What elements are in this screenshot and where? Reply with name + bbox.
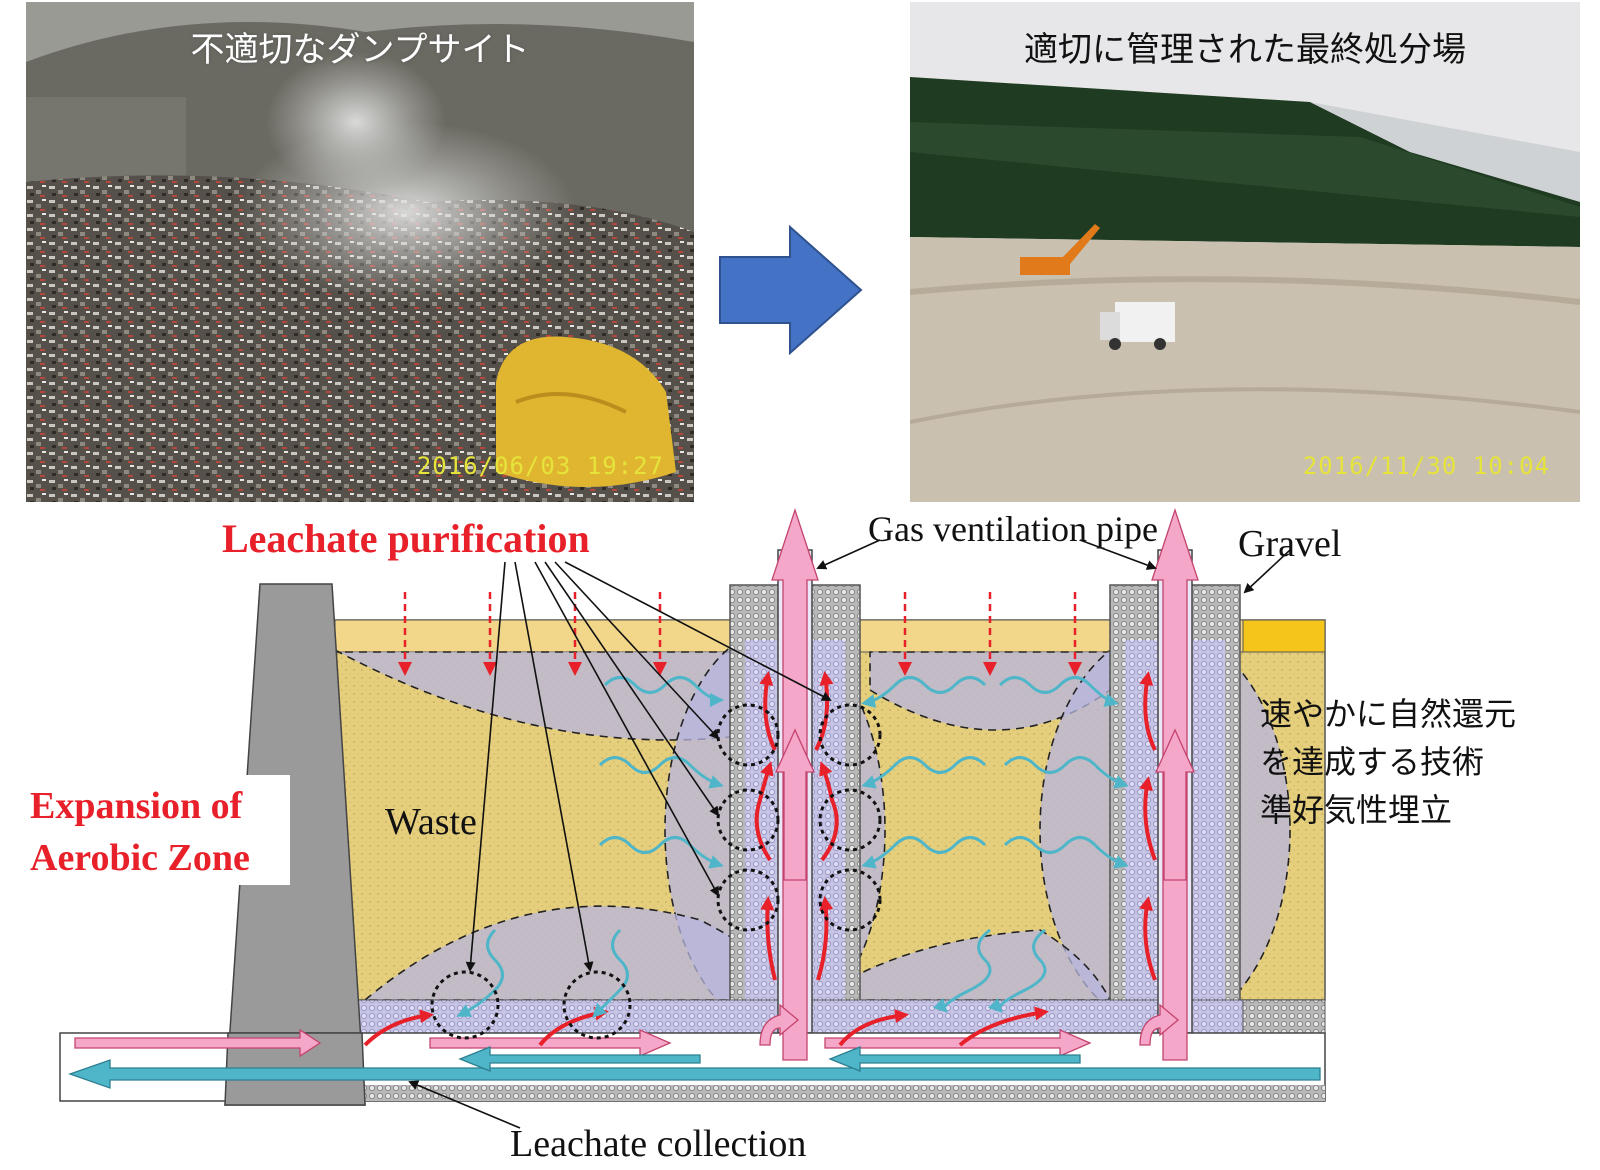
leader-purification-4: [544, 561, 720, 817]
wave-arrow-12: [932, 928, 992, 1013]
purification-circle-8: [562, 970, 632, 1040]
leader-purification-6: [564, 561, 832, 701]
air-inflow-arrows: [74, 507, 1199, 1061]
gas-arrow-10: [363, 1009, 434, 1047]
leader-gravel: [1243, 549, 1291, 594]
leachate-arrow-right: [828, 1046, 1081, 1072]
leader-lines: [408, 539, 1291, 1129]
expansion-label-bg: [28, 775, 290, 885]
purification-circle-3: [716, 788, 780, 852]
note-line-1: 速やかに自然還元: [1260, 695, 1517, 733]
wave-arrow-4: [861, 676, 987, 708]
leachate-collection-label: Leachate collection: [510, 1123, 807, 1165]
expansion-label-line1: Expansion of: [30, 785, 243, 827]
landfill-illustration: [910, 2, 1580, 502]
purification-circle-5: [716, 868, 780, 932]
purification-circle-2: [818, 703, 882, 767]
gas-arrow-7: [1139, 896, 1157, 981]
expansion-label-line2: Aerobic Zone: [30, 837, 250, 879]
note-line-3: 準好気性埋立: [1260, 791, 1453, 829]
air-arrow-1: [74, 1028, 322, 1058]
gas-ventilation-pipe-label: Gas ventilation pipe: [868, 509, 1158, 549]
gas-arrow-13: [958, 1006, 1049, 1047]
photo-timestamp-right: 2016/11/30 10:04: [1302, 452, 1550, 480]
leader-gas-pipe-right: [1079, 539, 1157, 570]
expansion-aerobic-zone-label: Expansion of Aerobic Zone: [30, 780, 250, 884]
wave-arrow-7: [998, 676, 1119, 707]
gas-arrow-5: [759, 671, 777, 751]
leader-purification-3: [534, 561, 719, 897]
gas-arrow-12: [838, 1009, 909, 1047]
semi-aerobic-note: 速やかに自然還元 を達成する技術 準好気性埋立: [1260, 690, 1516, 834]
air-arrow-turn-left: [759, 1003, 800, 1046]
leader-purification-2: [514, 561, 594, 972]
leachate-wave-arrows: [456, 676, 1129, 1018]
leader-purification-5: [554, 561, 720, 740]
air-arrow-2: [429, 1029, 672, 1057]
leader-leachate-collection: [408, 1080, 521, 1129]
gas-arrow-8: [1139, 776, 1157, 861]
wave-arrow-10: [456, 928, 504, 1017]
photo-caption-managed: 適切に管理された最終処分場: [1024, 30, 1466, 70]
purification-circle-6: [818, 868, 882, 932]
photo-improper-dump-site: 不適切なダンプサイト 2016/06/03 19:27: [26, 2, 694, 502]
wave-arrow-6: [861, 836, 987, 869]
wave-arrow-5: [861, 756, 987, 789]
leachate-purification-label: Leachate purification: [222, 516, 590, 561]
waste-label: Waste: [385, 801, 477, 843]
photo-timestamp-left: 2016/06/03 19:27: [416, 452, 664, 480]
leader-gas-pipe-left: [816, 539, 881, 570]
pipe-bedding: [365, 1085, 1325, 1101]
gas-arrow-1: [760, 896, 777, 981]
photo-managed-landfill: 適切に管理された最終処分場 2016/11/30 10:04: [910, 2, 1580, 502]
cover-soil-edge: [1242, 619, 1326, 653]
wave-arrow-13: [987, 928, 1047, 1013]
leachate-outflow-arrows: [68, 1046, 1321, 1089]
purification-circles: [430, 703, 882, 1040]
air-arrow-3: [824, 1029, 1092, 1057]
right-arrow-icon: [718, 224, 863, 356]
gravel-label: Gravel: [1238, 523, 1342, 565]
leader-purification-1: [465, 561, 506, 972]
gas-arrow-2: [816, 896, 834, 981]
photo-caption-improper: 不適切なダンプサイト: [190, 30, 530, 70]
air-arrow-turn-right: [1139, 1003, 1180, 1046]
wave-arrow-3: [598, 836, 724, 869]
wave-arrow-11: [592, 928, 629, 1018]
gas-arrow-9: [1139, 671, 1157, 751]
gravel-base-edge: [1242, 999, 1326, 1034]
wave-arrow-2: [598, 756, 724, 789]
purification-circle-4: [818, 788, 882, 852]
leachate-arrow-mid: [458, 1046, 701, 1072]
note-line-2: を達成する技術: [1260, 743, 1485, 781]
dump-site-illustration: [26, 2, 694, 502]
wave-arrow-9: [1003, 836, 1129, 869]
purification-circle-7: [430, 970, 500, 1040]
purification-circle-1: [716, 703, 780, 767]
air-arrow-inner-right: [1154, 728, 1196, 881]
leachate-arrow-main: [68, 1059, 1321, 1089]
air-arrow-inner-left: [774, 728, 816, 881]
gas-arrow-3: [754, 761, 774, 862]
semi-aerobic-landfill-diagram: [28, 507, 1326, 1129]
wave-arrow-8: [1003, 756, 1129, 789]
wave-arrow-1: [603, 676, 724, 707]
infiltration-arrows: [398, 592, 1082, 676]
